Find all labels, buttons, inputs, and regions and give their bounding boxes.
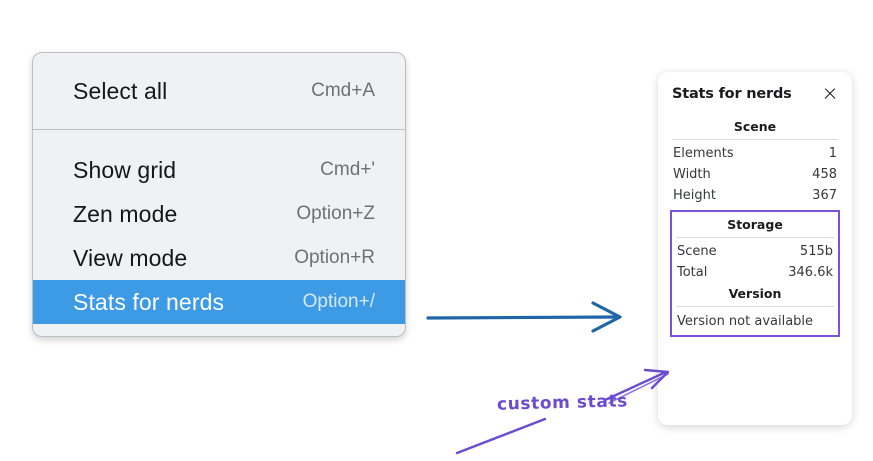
purple-underline-stroke bbox=[455, 417, 547, 455]
canvas-context-menu: Select all Cmd+A Show grid Cmd+' Zen mod… bbox=[32, 52, 406, 337]
menu-item-label: Select all bbox=[73, 77, 168, 104]
section-title-version: Version bbox=[728, 286, 782, 301]
menu-item-zen-mode[interactable]: Zen mode Option+Z bbox=[33, 192, 405, 236]
stats-for-nerds-panel: Stats for nerds Scene Elements 1 Width 4… bbox=[658, 72, 852, 425]
menu-item-view-mode[interactable]: View mode Option+R bbox=[33, 236, 405, 280]
menu-item-label: Stats for nerds bbox=[73, 288, 225, 315]
stat-row-storage-total: Total 346.6k bbox=[674, 262, 836, 283]
menu-item-show-grid[interactable]: Show grid Cmd+' bbox=[33, 148, 405, 192]
version-value: Version not available bbox=[677, 314, 814, 329]
stats-panel-title: Stats for nerds bbox=[672, 86, 792, 102]
menu-item-label: Zen mode bbox=[73, 200, 178, 227]
menu-item-shortcut: Option+Z bbox=[296, 203, 375, 224]
stats-section-storage: Storage Scene 515b Total 346.6k bbox=[674, 214, 836, 283]
stats-section-version: Version Version not available bbox=[674, 283, 836, 331]
handwritten-note-custom-stats: custom stats bbox=[496, 391, 629, 415]
menu-item-select-all[interactable]: Select all Cmd+A bbox=[33, 69, 405, 113]
stat-value: 458 bbox=[812, 167, 837, 182]
stat-value: 1 bbox=[828, 146, 837, 161]
stats-panel-header: Stats for nerds bbox=[670, 86, 840, 102]
stat-value: 515b bbox=[799, 244, 833, 259]
stats-section-scene: Scene Elements 1 Width 458 Height 367 bbox=[670, 116, 840, 206]
section-rule bbox=[676, 306, 834, 307]
menu-item-shortcut: Cmd+' bbox=[320, 159, 375, 180]
stat-row-elements: Elements 1 bbox=[670, 143, 840, 164]
menu-item-shortcut: Cmd+A bbox=[311, 80, 375, 101]
menu-item-label: Show grid bbox=[73, 156, 177, 183]
menu-divider bbox=[33, 129, 405, 130]
stat-key: Total bbox=[677, 265, 708, 280]
section-title-storage: Storage bbox=[727, 217, 783, 232]
menu-item-shortcut: Option+/ bbox=[302, 291, 375, 312]
custom-stats-highlight-box: Storage Scene 515b Total 346.6k Version … bbox=[670, 210, 840, 337]
stat-row-width: Width 458 bbox=[670, 164, 840, 185]
stat-value: 346.6k bbox=[788, 265, 833, 280]
menu-group-view: Show grid Cmd+' Zen mode Option+Z View m… bbox=[33, 130, 405, 336]
stat-key: Height bbox=[673, 188, 716, 203]
menu-item-label: View mode bbox=[73, 244, 188, 271]
section-title-scene: Scene bbox=[733, 119, 777, 134]
stat-key: Width bbox=[673, 167, 711, 182]
stat-row-storage-scene: Scene 515b bbox=[674, 241, 836, 262]
section-rule bbox=[672, 139, 838, 140]
stat-value: 367 bbox=[812, 188, 837, 203]
section-rule bbox=[676, 237, 834, 238]
stat-key: Scene bbox=[677, 244, 717, 259]
stat-key: Elements bbox=[673, 146, 734, 161]
blue-arrow-annotation bbox=[426, 301, 622, 333]
stat-row-height: Height 367 bbox=[670, 185, 840, 206]
menu-item-stats-for-nerds[interactable]: Stats for nerds Option+/ bbox=[33, 280, 405, 324]
close-icon[interactable] bbox=[822, 86, 838, 102]
menu-item-shortcut: Option+R bbox=[294, 247, 375, 268]
menu-group-edit: Select all Cmd+A bbox=[33, 53, 405, 129]
